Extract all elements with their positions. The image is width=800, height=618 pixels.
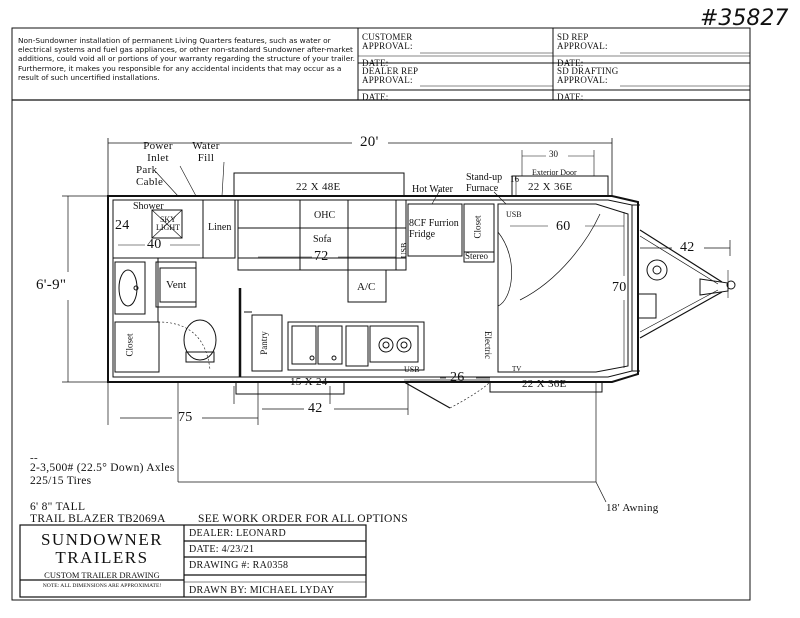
fridge-label: 8CF Furrion Fridge <box>409 218 459 240</box>
dimensions-note: NOTE: ALL DIMENSIONS ARE APPROXIMATE! <box>42 583 162 589</box>
model-spec: TRAIL BLAZER TB2069A <box>30 513 166 525</box>
title-block-grid <box>19 524 367 598</box>
vent <box>159 267 197 303</box>
door-width-dim: 30 <box>549 149 558 159</box>
sd-rep-approval-label: SD REP APPROVAL: <box>557 32 608 51</box>
customer-date-label: DATE: <box>362 58 389 68</box>
warranty-notice: Non-Sundowner installation of permanent … <box>18 36 355 82</box>
kitchen-counter <box>287 321 425 371</box>
water-fill-label: Water Fill <box>192 140 220 164</box>
drawing-number-field: DRAWING #: RA0358 <box>189 560 289 571</box>
fridge <box>407 203 463 257</box>
window-bottom-size: 15 X 24 <box>290 376 328 388</box>
park-cable-label: Park Cable <box>136 164 164 188</box>
usb-port-kitchen: USB <box>404 365 420 374</box>
height-spec: 6' 8" TALL <box>30 501 86 513</box>
sofa-unit <box>237 199 407 271</box>
kitchen-offset-dim: 42 <box>308 401 323 416</box>
shower-label: Shower <box>133 201 164 212</box>
awning-outline <box>177 382 607 503</box>
brand-line2: TRAILERS <box>55 548 149 567</box>
window-top-size: 22 X 48E <box>296 181 341 193</box>
hitch-dimension <box>640 240 731 256</box>
rear-offset-dim: 75 <box>178 410 193 425</box>
linen-closet-label: Linen <box>208 222 232 233</box>
hot-water-label: Hot Water <box>412 184 453 195</box>
usb-port-sofa: USB <box>399 242 409 259</box>
drawn-by-field: DRAWN BY: MICHAEL LYDAY <box>189 585 335 596</box>
usb-port-nose: USB <box>506 210 522 219</box>
tv-label: TV <box>512 365 522 373</box>
ohc-label: OHC <box>314 210 336 221</box>
power-inlet-label: Power Inlet <box>143 140 173 164</box>
exterior-door-label: Exterior Door <box>532 168 577 177</box>
date-field: DATE: 4/23/21 <box>189 544 255 555</box>
bottom-dimensions <box>107 377 490 425</box>
window-bottom-right-size: 22 X 36E <box>522 378 567 390</box>
bathroom <box>112 199 236 377</box>
spec-dash: -- <box>30 452 38 464</box>
ac-label: A/C <box>357 281 376 293</box>
closet-stereo <box>463 203 495 263</box>
customer-approval-label: CUSTOMER APPROVAL: <box>362 32 413 51</box>
tires-spec: 225/15 Tires <box>30 475 92 487</box>
closet-right-label: Closet <box>472 215 483 239</box>
width-dimension <box>62 195 108 383</box>
side-door <box>403 379 491 409</box>
ac-unit <box>347 269 387 303</box>
sd-drafting-approval-label: SD DRAFTING APPROVAL: <box>557 66 619 85</box>
vent-label: Vent <box>166 279 187 291</box>
interior-dimensions <box>118 150 625 368</box>
drawing-subtitle: CUSTOM TRAILER DRAWING <box>44 570 160 580</box>
electric-label: Electric <box>482 331 493 359</box>
dealer-field: DEALER: LEONARD <box>189 528 286 539</box>
pantry <box>238 288 283 377</box>
shower-width-dim: 40 <box>147 237 162 252</box>
door-swing-dim: 26 <box>450 370 465 385</box>
overall-length-dimension <box>107 138 613 196</box>
approval-grid <box>357 28 750 100</box>
work-order-note: SEE WORK ORDER FOR ALL OPTIONS <box>198 513 408 525</box>
overall-length-label: 20' <box>360 134 379 150</box>
dim-16: 16 <box>510 174 519 184</box>
shower-depth-dim: 24 <box>115 218 130 233</box>
sd-drafting-date-label: DATE: <box>557 92 584 102</box>
gooseneck-bed-area <box>497 203 629 373</box>
dealer-rep-approval-label: DEALER REP APPROVAL: <box>362 66 418 85</box>
callout-leaders <box>155 161 517 205</box>
job-number-stamp: #35827 <box>700 6 789 31</box>
window-top-right-size: 22 X 36E <box>528 181 573 193</box>
skylight-label: SKY LIGHT <box>156 215 180 232</box>
bed-width-dim: 70 <box>612 280 627 295</box>
bed-length-dim: 60 <box>556 219 571 234</box>
standup-furnace-label: Stand-up Furnace <box>466 172 503 194</box>
trailer-width-dim: 6'-9" <box>36 277 67 293</box>
dealer-date-label: DATE: <box>362 92 389 102</box>
closet-bath-label: Closet <box>124 333 135 357</box>
axles-spec: 2-3,500# (22.5° Down) Axles <box>30 462 175 474</box>
hitch-assembly <box>637 229 736 339</box>
sd-rep-date-label: DATE: <box>557 58 584 68</box>
hitch-length-dim: 42 <box>680 240 695 255</box>
brand-line1: SUNDOWNER <box>40 530 164 549</box>
sofa-length-dim: 72 <box>314 249 329 264</box>
sheet-border <box>11 27 751 601</box>
pantry-label: Pantry <box>258 331 269 355</box>
stereo-label: Stereo <box>465 251 488 261</box>
sofa-label: Sofa <box>313 234 332 245</box>
awning-label: 18' Awning <box>606 502 659 514</box>
